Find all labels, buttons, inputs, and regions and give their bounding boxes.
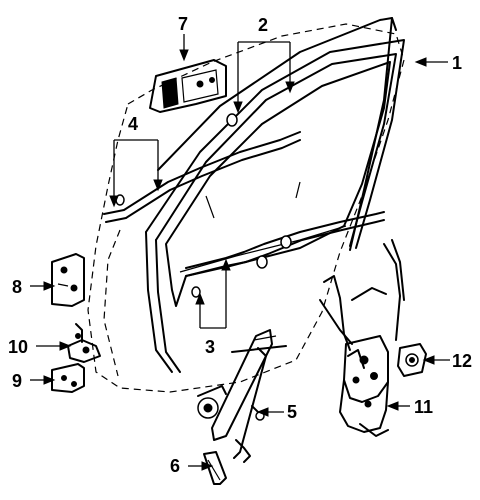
inside-door-handle [149, 59, 227, 113]
window-crank-handle [203, 451, 227, 485]
callout-12: 12 [452, 351, 472, 371]
glass-reflection-1 [205, 195, 215, 219]
glass-lower-edge [179, 225, 347, 273]
callout-11: 11 [414, 397, 433, 417]
lower-door-hinge [51, 363, 85, 393]
callout-10: 10 [8, 337, 28, 357]
glass-clip-1 [256, 255, 268, 269]
upper-door-hinge [51, 253, 85, 307]
glass-clip-3 [191, 286, 201, 298]
glass-run-front [145, 231, 173, 373]
glass-run-channel-inner [155, 53, 397, 247]
door-check [67, 323, 101, 363]
door-lock-actuator [319, 239, 405, 437]
door-glass [165, 61, 391, 307]
inner-belt-weatherstrip-edge [105, 139, 301, 223]
window-regulator [197, 329, 287, 463]
callout-2: 2 [258, 15, 268, 35]
callout-5: 5 [287, 402, 297, 422]
callout-3: 3 [205, 337, 215, 357]
callout-1: 1 [452, 53, 462, 73]
callout-8: 8 [12, 277, 22, 297]
callout-7: 7 [178, 14, 188, 34]
door-shell-outline [87, 23, 405, 393]
callout-6: 6 [170, 456, 180, 476]
callout-9: 9 [12, 371, 22, 391]
glass-reflection-2 [295, 181, 301, 199]
callout-leaders [30, 34, 450, 471]
inner-belt-weatherstrip [103, 131, 301, 215]
glass-run-front-inner [155, 239, 181, 373]
glass-clip-5 [226, 113, 238, 127]
glass-clip-2 [280, 235, 292, 249]
callout-4: 4 [128, 114, 138, 134]
door-striker [397, 343, 427, 377]
door-inner-dash [103, 229, 121, 377]
glass-run-channel [145, 39, 405, 249]
